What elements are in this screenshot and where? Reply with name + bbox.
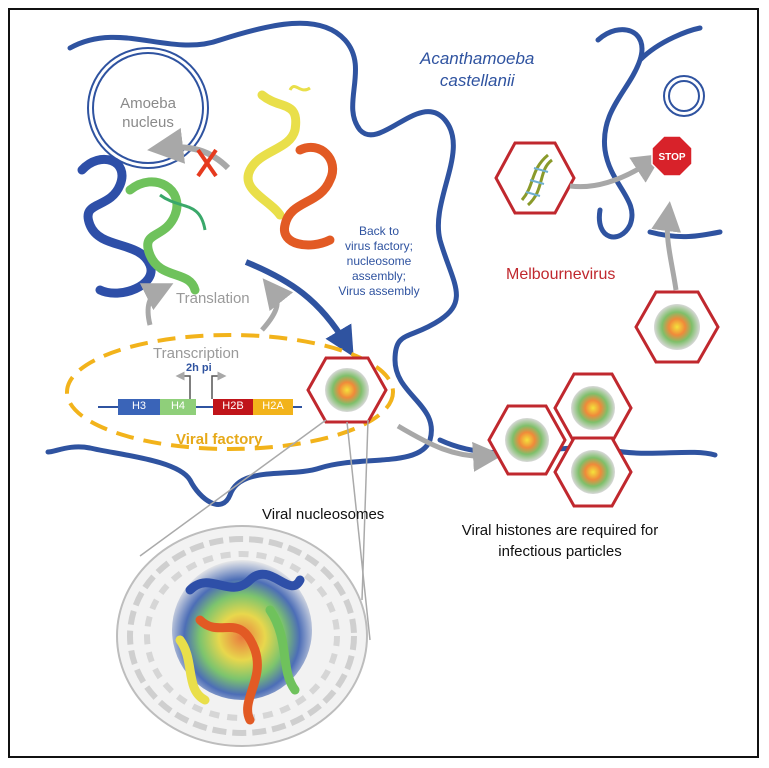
zoom-line-left bbox=[139, 419, 327, 557]
gene-h2a-box bbox=[253, 399, 293, 415]
viral-factory-ellipse bbox=[65, 333, 395, 451]
infectious-particle-hexagon-2 bbox=[553, 372, 633, 444]
gene-h4-label: H4 bbox=[170, 400, 186, 412]
organism-line-1: Acanthamoeba bbox=[420, 49, 535, 68]
transcription-marker-left bbox=[175, 371, 191, 399]
infectious-particle-hexagon-1 bbox=[487, 404, 567, 476]
arrow-dna-to-stop bbox=[569, 153, 663, 190]
conclusion-line-1: Viral histones are required for bbox=[461, 522, 659, 539]
stop-sign-icon: STOP bbox=[651, 135, 693, 177]
gene-h2a-label: H2A bbox=[262, 400, 284, 412]
arrow-back-to-factory bbox=[244, 259, 354, 357]
gene-h2b-box bbox=[213, 399, 253, 415]
back-line-5: Virus assembly bbox=[338, 284, 420, 298]
conclusion-line-2: infectious particles bbox=[498, 543, 622, 560]
viral-nucleosome-structure bbox=[116, 525, 368, 747]
transcription-label: Transcription bbox=[153, 345, 240, 362]
factory-nucleosome-hexagon bbox=[306, 356, 388, 424]
host-nucleus-inner bbox=[668, 80, 700, 112]
blocked-cross-icon bbox=[196, 148, 218, 178]
time-point-label: 2h pi bbox=[186, 362, 212, 374]
nucleus-line-2: nucleus bbox=[122, 114, 174, 131]
translation-arrow-right bbox=[260, 278, 294, 332]
transcription-marker-right bbox=[211, 371, 227, 399]
organism-label: Acanthamoeba castellanii bbox=[420, 48, 534, 92]
stop-sign-text: STOP bbox=[658, 152, 685, 163]
histone-protein-blue-green bbox=[77, 154, 207, 298]
zoom-line-center bbox=[346, 421, 371, 641]
amoeba-nucleus-outer bbox=[87, 47, 209, 169]
back-line-2: virus factory; bbox=[344, 239, 413, 253]
host-membrane-segment bbox=[647, 229, 723, 240]
host-nucleus-outer bbox=[663, 75, 705, 117]
gene-h3-label: H3 bbox=[131, 400, 147, 412]
back-line-1: Back to bbox=[358, 224, 400, 238]
melbournevirus-label: Melbournevirus bbox=[506, 266, 616, 283]
gene-h2b-label: H2B bbox=[222, 400, 244, 412]
back-line-3: nucleosome bbox=[346, 254, 412, 268]
dna-hexagon bbox=[494, 141, 576, 215]
viral-nucleosomes-label: Viral nucleosomes bbox=[262, 506, 385, 523]
arrow-to-nucleus bbox=[147, 127, 231, 171]
amoeba-membrane bbox=[45, 20, 459, 507]
infectious-particle-hexagon-3 bbox=[553, 436, 633, 508]
host-membrane-right bbox=[595, 25, 703, 240]
arrow-virus-to-membrane bbox=[651, 201, 682, 291]
viral-factory-label: Viral factory bbox=[176, 431, 263, 448]
arrow-to-infectious-particles bbox=[396, 423, 503, 472]
translation-arrow-left bbox=[139, 283, 174, 326]
gene-h4-box bbox=[160, 399, 196, 415]
melbournevirus-hexagon bbox=[634, 290, 720, 364]
back-line-4: assembly; bbox=[351, 269, 407, 283]
nucleus-label: Amoeba nucleus bbox=[103, 94, 193, 132]
back-to-factory-label: Back to virus factory; nucleosome assemb… bbox=[330, 224, 428, 299]
conclusion-label: Viral histones are required for infectio… bbox=[444, 520, 676, 562]
gene-h3-box bbox=[118, 399, 160, 415]
translation-label: Translation bbox=[176, 290, 250, 307]
histone-protein-yellow-orange bbox=[243, 84, 338, 250]
organism-line-2: castellanii bbox=[439, 71, 515, 90]
nucleus-line-1: Amoeba bbox=[120, 95, 176, 112]
